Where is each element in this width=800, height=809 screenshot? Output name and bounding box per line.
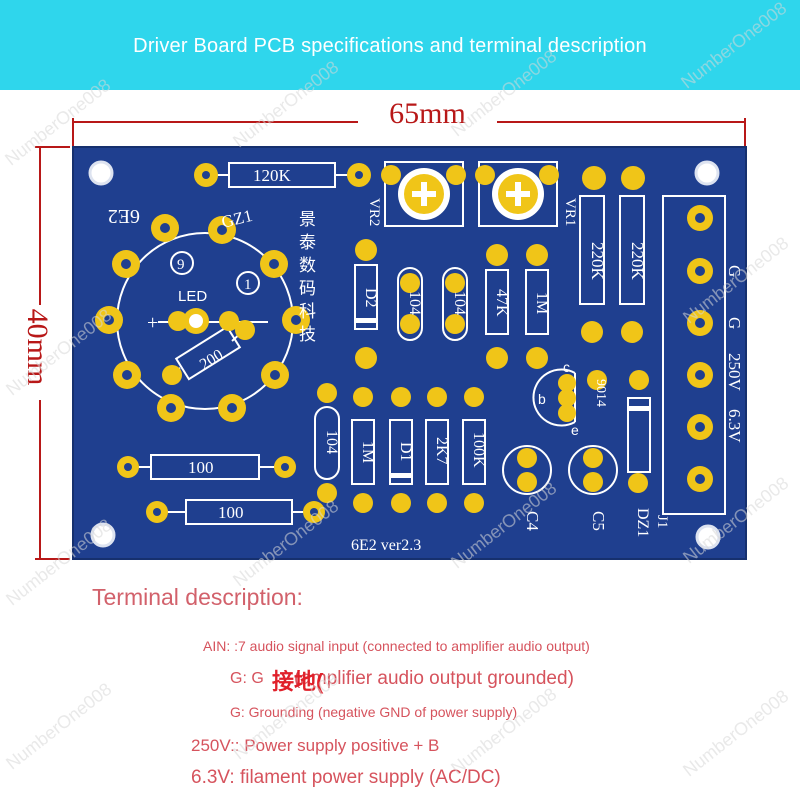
label-vr1: VR1 [562, 198, 578, 226]
terminal-250v: 250V [725, 353, 744, 392]
label-9014: 9014 [593, 379, 608, 407]
label-104-a: 104 [406, 291, 423, 315]
label-led: LED [178, 288, 207, 305]
label-j1: J1 [654, 515, 670, 528]
label-c5: C5 [589, 511, 608, 531]
page-title: Driver Board PCB specifications and term… [133, 35, 647, 57]
terminal-6v3: 6.3V [725, 409, 744, 443]
label-120k: 120K [253, 166, 292, 185]
desc-g-amplifier: (amplifier audio output grounded) [294, 668, 574, 689]
label-chinese: 景泰数码科技 [295, 210, 316, 348]
terminal-g1: G [725, 265, 744, 277]
label-6e2: 6E2 [108, 205, 140, 227]
label-47k: 47K [493, 289, 510, 317]
watermark: NumberOne008 [679, 685, 793, 781]
label-vr2: VR2 [366, 198, 382, 226]
terminal-description-title: Terminal description: [92, 584, 303, 610]
desc-250v: 250V:: Power supply positive + B [191, 736, 440, 755]
label-104-c: 104 [323, 430, 340, 454]
label-1m-lower: 1M [359, 441, 376, 463]
pcb-diagram: 120K 100 100 200 220K 220K 47K 1M 1M 2K7… [35, 118, 763, 560]
desc-6v3: 6.3V: filament power supply (AC/DC) [191, 767, 501, 788]
label-c4: C4 [523, 511, 542, 531]
dimension-lines [35, 118, 746, 560]
label-d1: D1 [397, 442, 414, 462]
label-pin-e: e [571, 422, 579, 438]
label-pin-c: c [563, 359, 570, 375]
label-100-a: 100 [188, 458, 214, 477]
label-104-b: 104 [451, 291, 468, 315]
label-1m-upper: 1M [533, 292, 550, 314]
terminal-g2: G [725, 317, 744, 329]
label-220k-b: 220K [628, 242, 647, 281]
label-pin-b: b [538, 391, 546, 407]
label-pin9: 9 [177, 257, 185, 273]
watermark: NumberOne008 [2, 678, 116, 774]
label-2k7: 2K7 [433, 437, 450, 465]
label-d2: D2 [362, 288, 379, 308]
width-dimension-label: 65mm [389, 97, 466, 130]
mounting-holes [88, 160, 721, 550]
desc-g-ground: G: Grounding (negative GND of power supp… [230, 704, 518, 720]
label-pin1: 1 [244, 277, 252, 293]
version-label: 6E2 ver2.3 [351, 537, 421, 554]
label-plus: + [147, 312, 158, 334]
desc-g-overlap-text: 接地( [272, 669, 324, 694]
desc-ain: AIN: :7 audio signal input (connected to… [203, 638, 590, 654]
terminal-ain: AIN [744, 200, 763, 230]
pads [95, 163, 713, 523]
label-220k-a: 220K [588, 242, 607, 281]
header-banner: Driver Board PCB specifications and term… [0, 0, 800, 90]
desc-g-prefix: G: G [230, 670, 264, 687]
label-100-b: 100 [218, 503, 244, 522]
watermark: NumberOne008 [447, 683, 561, 779]
label-100k: 100K [470, 432, 487, 468]
label-dz1: DZ1 [634, 508, 651, 537]
